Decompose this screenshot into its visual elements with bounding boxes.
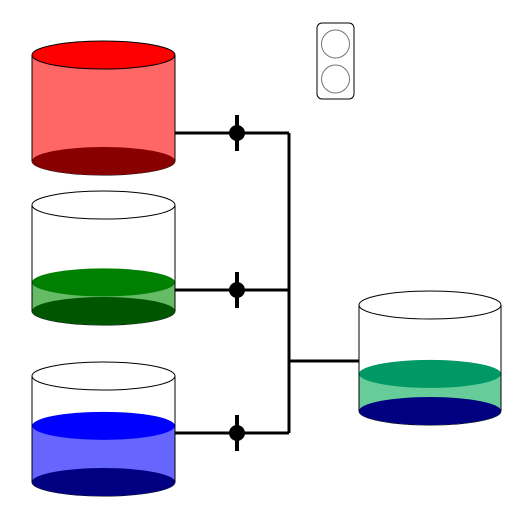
tank-liquid-bottom [32,297,175,325]
traffic-light-lamp-top [321,29,350,59]
tank-rim [358,290,502,320]
valve-body [229,282,245,298]
tank-liquid-surface [32,411,175,440]
valve-blue[interactable] [229,415,245,451]
valve-green[interactable] [229,272,245,308]
pipe-network [175,131,359,435]
tank-green [31,190,176,326]
tank-blue [31,361,176,497]
tank-rim [31,361,176,391]
tank-rim [31,40,176,70]
traffic-light-lamp-bottom [321,64,350,94]
tank-liquid-bottom [359,397,501,425]
tank-liquid-bottom [32,468,175,496]
valve-body [229,125,245,141]
tank-rim [31,190,176,220]
traffic-light [316,22,355,100]
tank-liquid-surface [32,268,175,297]
tank-liquid-surface [359,359,501,388]
valve-body [229,425,245,441]
tank-red [31,40,176,176]
tanks-layer [31,40,502,497]
tank-liquid-bottom [32,147,175,175]
valve-red[interactable] [229,115,245,151]
tank-liquid [32,55,175,176]
tank-mixing [358,290,502,426]
